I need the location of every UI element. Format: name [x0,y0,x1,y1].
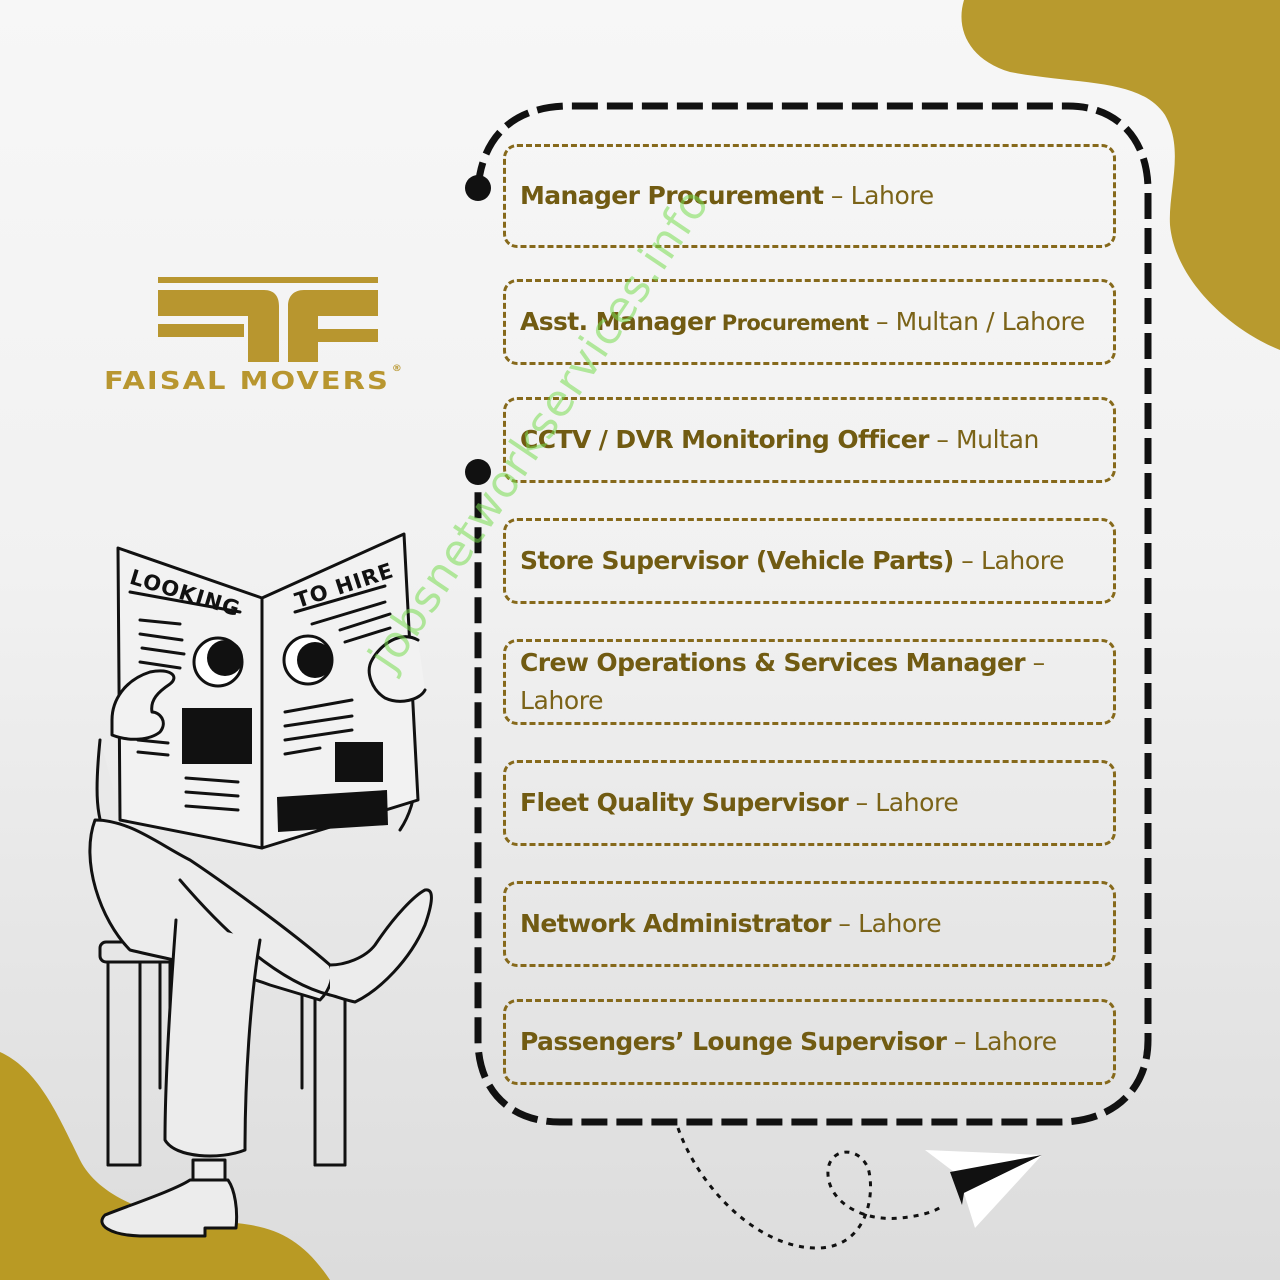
newspaper-eyes [192,634,334,688]
job-separator: – [928,425,957,454]
job-location: Multan [956,425,1039,454]
path-start-dot [465,175,491,201]
job-separator: – [830,909,859,938]
registered-mark: ® [391,364,404,374]
job-separator: – [953,546,981,575]
job-title: Passengers’ Lounge Supervisor [520,1027,947,1056]
job-location: Lahore [858,909,942,938]
faisal-movers-logo: FAISAL MOVERS® [104,274,454,404]
job-item: Manager Procurement – Lahore [503,144,1116,248]
job-title: Network Administrator [520,909,831,938]
job-item: Network Administrator – Lahore [503,881,1116,967]
job-location: Lahore [520,686,604,715]
job-separator: – [848,788,876,817]
paper-plane-icon [925,1150,1042,1228]
job-location: Lahore [973,1027,1058,1056]
job-location: Lahore [980,546,1065,575]
corner-blob-bottom-left [0,1052,330,1280]
job-item: Passengers’ Lounge Supervisor – Lahore [503,999,1116,1085]
job-title: Asst. Manager [520,306,716,336]
job-title: Store Supervisor (Vehicle Parts) [520,546,954,575]
job-item: Fleet Quality Supervisor – Lahore [503,760,1116,846]
job-item: Asst. Manager Procurement – Multan / Lah… [503,279,1116,365]
path-end-dot [465,459,491,485]
job-title: Fleet Quality Supervisor [520,788,849,817]
plane-trail [676,1127,945,1250]
brand-wordmark: FAISAL MOVERS® [104,364,404,395]
job-title-suffix: Procurement [715,310,869,335]
job-title: Manager Procurement [520,181,824,210]
job-separator: – [946,1027,974,1056]
job-location: Lahore [875,788,959,817]
job-title: CCTV / DVR Monitoring Officer [520,425,929,454]
ff-monogram-icon [158,277,378,362]
job-item: Store Supervisor (Vehicle Parts) – Lahor… [503,518,1116,604]
job-location: Multan / Lahore [895,306,1086,336]
job-location: Lahore [850,181,935,210]
job-separator: – [1025,648,1046,677]
job-separator: – [823,181,851,210]
job-item: CCTV / DVR Monitoring Officer – Multan [503,397,1116,483]
job-item: Crew Operations & Services Manager – Laho… [503,639,1116,725]
job-title: Crew Operations & Services Manager [520,648,1026,677]
job-separator: – [868,306,896,336]
